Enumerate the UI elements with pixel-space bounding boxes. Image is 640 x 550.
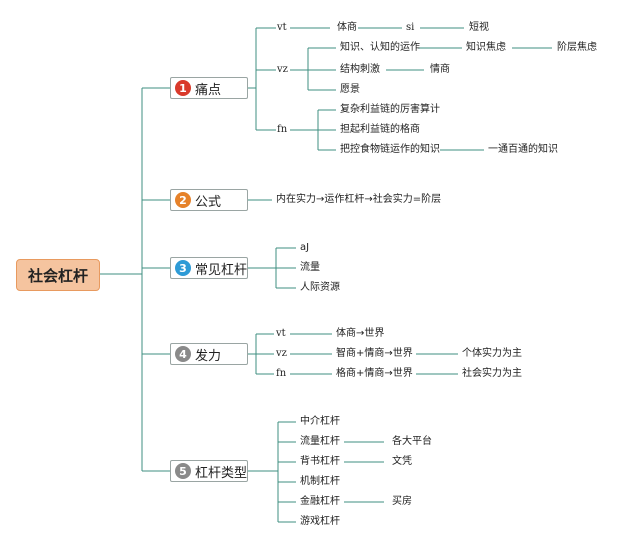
root-node[interactable]: 社会杠杆 xyxy=(16,259,100,291)
node-game-lever[interactable]: 游戏杠杆 xyxy=(300,516,340,527)
branch-label-lever-types: 杠杆类型 xyxy=(195,465,248,481)
node-knowledge-anxiety[interactable]: 知识焦虑 xyxy=(466,42,506,53)
number-badge-5: 5 xyxy=(175,463,191,479)
branch-label-force: 发力 xyxy=(195,348,222,364)
node-financial-lever[interactable]: 金融杠杆 xyxy=(300,496,340,507)
node-major-platforms[interactable]: 各大平台 xyxy=(392,436,432,447)
connector-lines xyxy=(98,27,552,523)
node-vz[interactable]: vz xyxy=(277,64,288,75)
node-individual-strength[interactable]: 个体实力为主 xyxy=(462,348,522,359)
node-fn-force[interactable]: fn xyxy=(276,368,287,379)
node-eq[interactable]: 情商 xyxy=(430,64,450,75)
node-formula[interactable]: 内在实力→运作杠杆→社会实力=阶层 xyxy=(276,194,442,205)
node-physical-quotient[interactable]: 体商 xyxy=(337,22,357,33)
node-aj[interactable]: aJ xyxy=(300,242,310,253)
node-endorsement-lever[interactable]: 背书杠杆 xyxy=(300,456,340,467)
node-traffic[interactable]: 流量 xyxy=(300,262,320,273)
branch-label-common-levers: 常见杠杆 xyxy=(195,262,248,278)
branch-pain-points[interactable]: 1 痛点 xyxy=(170,77,248,99)
node-vt[interactable]: vt xyxy=(277,22,287,33)
node-si[interactable]: si xyxy=(406,22,415,33)
node-gq-eq-world[interactable]: 格商+情商→世界 xyxy=(336,368,413,379)
node-universal-knowledge[interactable]: 一通百通的知识 xyxy=(488,144,558,155)
node-short-sighted[interactable]: 短视 xyxy=(469,22,489,33)
number-badge-2: 2 xyxy=(175,192,191,208)
node-vision[interactable]: 愿景 xyxy=(340,84,360,95)
number-badge-4: 4 xyxy=(175,346,191,362)
node-agency-lever[interactable]: 中介杠杆 xyxy=(300,416,340,427)
number-badge-3: 3 xyxy=(175,260,191,276)
node-personal-network[interactable]: 人际资源 xyxy=(300,282,340,293)
root-label: 社会杠杆 xyxy=(27,266,88,285)
node-complex-interest-chain[interactable]: 复杂利益链的厉害算计 xyxy=(340,104,440,115)
node-mechanism-lever[interactable]: 机制杠杆 xyxy=(300,476,340,487)
node-pattern-quotient[interactable]: 担起利益链的格商 xyxy=(340,124,420,135)
node-buy-house[interactable]: 买房 xyxy=(392,496,412,507)
node-structural-stimulus[interactable]: 结构刺激 xyxy=(340,64,380,75)
branch-label-formula: 公式 xyxy=(195,194,222,210)
number-badge-1: 1 xyxy=(175,80,191,96)
branch-formula[interactable]: 2 公式 xyxy=(170,189,248,211)
node-iq-eq-world[interactable]: 智商+情商→世界 xyxy=(336,348,413,359)
branch-force[interactable]: 4 发力 xyxy=(170,343,248,365)
node-diploma[interactable]: 文凭 xyxy=(392,456,412,467)
node-fn[interactable]: fn xyxy=(277,124,288,135)
node-social-strength[interactable]: 社会实力为主 xyxy=(462,368,522,379)
node-class-anxiety[interactable]: 阶层焦虑 xyxy=(557,42,597,53)
branch-common-levers[interactable]: 3 常见杠杆 xyxy=(170,257,248,279)
node-traffic-lever[interactable]: 流量杠杆 xyxy=(300,436,340,447)
node-knowledge-operation[interactable]: 知识、认知的运作 xyxy=(340,42,420,53)
node-food-chain-knowledge[interactable]: 把控食物链运作的知识 xyxy=(340,144,440,155)
branch-label-pain-points: 痛点 xyxy=(195,82,222,98)
branch-lever-types[interactable]: 5 杠杆类型 xyxy=(170,460,248,482)
node-pq-world[interactable]: 体商→世界 xyxy=(336,328,385,339)
node-vz-force[interactable]: vz xyxy=(276,348,287,359)
node-vt-force[interactable]: vt xyxy=(276,328,286,339)
